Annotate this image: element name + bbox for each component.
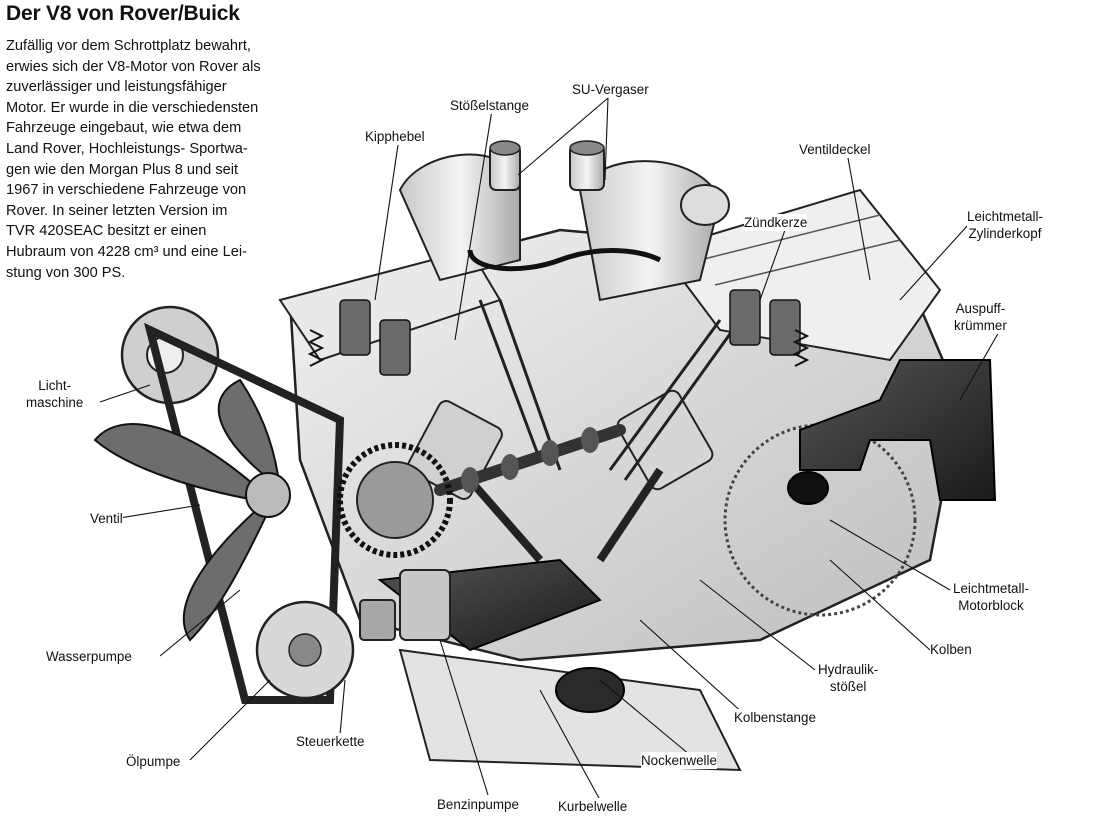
label-kipphebel: Kipphebel [365, 128, 425, 145]
intro-line: Land Rover, Hochleistungs- Sportwa- [6, 140, 248, 157]
oil-filter [555, 667, 625, 713]
label-line: Licht- [38, 378, 72, 393]
label-ventil: Ventil [90, 510, 123, 527]
label-nockenwelle: Nockenwelle [641, 752, 717, 769]
label-kolbenstange: Kolbenstange [734, 709, 816, 726]
label-line: maschine [26, 395, 84, 410]
su-carburettor-right [569, 140, 730, 302]
label-leichtmetall-motorblock: Leichtmetall- Motorblock [953, 580, 1029, 614]
timing-chain [337, 442, 453, 558]
label-stoesselstange: Stößelstange [450, 97, 529, 114]
label-auspuffkruemmer: Auspuff- krümmer [954, 300, 1007, 334]
label-line: stößel [829, 679, 867, 694]
label-steuerkette: Steuerkette [296, 733, 365, 750]
intro-line: erwies sich der V8-Motor von Rover als [6, 58, 261, 75]
label-wasserpumpe: Wasserpumpe [46, 648, 132, 665]
label-oelpumpe: Ölpumpe [126, 753, 181, 770]
intro-text: Zufällig vor dem Schrottplatz bewahrt, e… [6, 36, 336, 283]
label-leichtmetall-zylinderkopf: Leichtmetall- Zylinderkopf [967, 208, 1043, 242]
intro-line: Zufällig vor dem Schrottplatz bewahrt, [6, 38, 251, 54]
cooling-fan [93, 378, 291, 642]
fuel-pump [399, 569, 451, 641]
su-carburettor-left [398, 140, 521, 282]
label-line: Auspuff- [955, 301, 1006, 316]
label-benzinpumpe: Benzinpumpe [437, 796, 519, 813]
intro-line: TVR 420SEAC besitzt er einen [6, 223, 207, 240]
label-line: Hydraulik- [818, 662, 879, 677]
fuel-line [467, 248, 662, 272]
intro-line: Hubraum von 4228 cm³ und eine Lei- [6, 243, 247, 260]
label-line: krümmer [954, 318, 1007, 333]
label-line: Zylinderkopf [968, 226, 1042, 241]
timing-sprocket [356, 461, 434, 539]
intro-line: Motor. Er wurde in die verschiedensten [6, 99, 259, 116]
intro-line: gen wie den Morgan Plus 8 und seit [6, 161, 239, 178]
label-su-vergaser: SU-Vergaser [572, 81, 649, 98]
piston-right-bank [596, 389, 714, 563]
leader-lines [99, 97, 1001, 801]
label-line: Leichtmetall- [953, 581, 1029, 596]
exhaust-manifold [799, 359, 997, 501]
label-line: Leichtmetall- [967, 209, 1043, 224]
oil-pump [359, 599, 396, 641]
rocker-arms [339, 289, 801, 376]
intro-line: zuverlässiger und leistungsfähiger [6, 79, 227, 96]
label-kolben: Kolben [930, 641, 972, 658]
label-hydraulikstoessel: Hydraulik- stößel [818, 661, 879, 695]
intro-line: Fahrzeuge eingebaut, wie etwa dem [6, 120, 242, 137]
label-lichtmaschine: Licht- maschine [26, 377, 84, 411]
label-kurbelwelle: Kurbelwelle [558, 798, 628, 815]
label-zuendkerze: Zündkerze [744, 214, 808, 231]
intro-line: 1967 in verschiedene Fahrzeuge von [6, 182, 247, 199]
intro-line: Rover. In seiner letzten Version im [6, 202, 228, 219]
intro-line: stung von 300 PS. [6, 264, 126, 281]
label-ventildeckel: Ventildeckel [799, 141, 871, 158]
pushrods [478, 299, 742, 481]
diagram-title: Der V8 von Rover/Buick [6, 2, 240, 25]
label-line: Motorblock [958, 598, 1024, 613]
valve-springs [307, 329, 810, 367]
